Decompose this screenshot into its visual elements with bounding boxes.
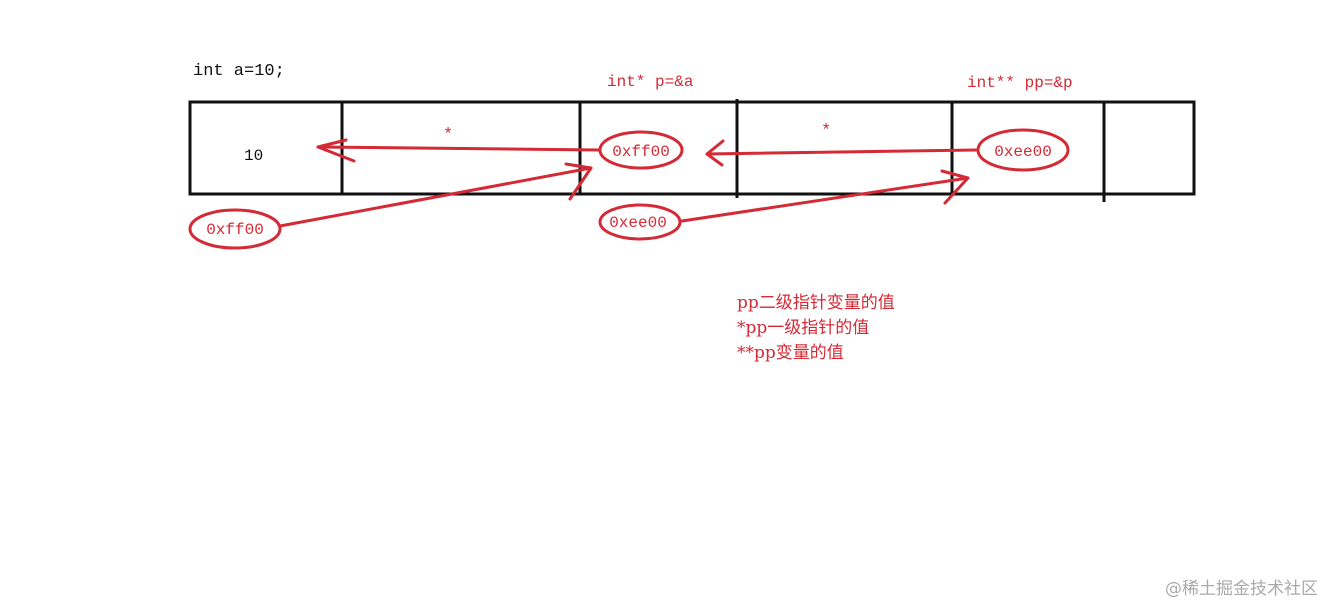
watermark: @稀土掘金技术社区 [1165,579,1318,599]
address-p-ellipse [598,203,682,241]
address-a-ellipse [188,208,282,250]
address-of-p: 0xee00 [609,214,667,232]
arrowhead [705,139,725,167]
declaration-a: int a=10; [193,62,285,81]
arrowhead [940,169,970,205]
note-double-deref-pp: **pp变量的值 [737,343,844,363]
declaration-p: int* p=&a [607,73,694,91]
pp-value-ellipse [976,128,1070,172]
memory-strip-outline [188,100,1196,196]
dereference-star: * [821,122,831,141]
value-a: 10 [244,147,263,165]
note-pp: pp二级指针变量的值 [737,293,895,313]
pp-value: 0xee00 [994,143,1052,161]
address-arrow-a-to-p [278,166,593,228]
p-value: 0xff00 [612,143,670,161]
address-arrow-p-to-pp [680,176,970,223]
notes: pp二级指针变量的值 *pp一级指针的值 **pp变量的值 [737,293,895,363]
deref-arrow-p-to-a [316,145,602,152]
declaration-pp: int** pp=&p [967,74,1073,92]
arrowhead [316,138,356,163]
arrowhead [564,162,593,201]
note-deref-pp: *pp一级指针的值 [737,318,869,338]
address-of-a: 0xff00 [206,221,264,239]
dereference-star: * [443,126,453,145]
p-value-ellipse [598,130,684,170]
deref-arrow-pp-to-p [705,148,978,156]
